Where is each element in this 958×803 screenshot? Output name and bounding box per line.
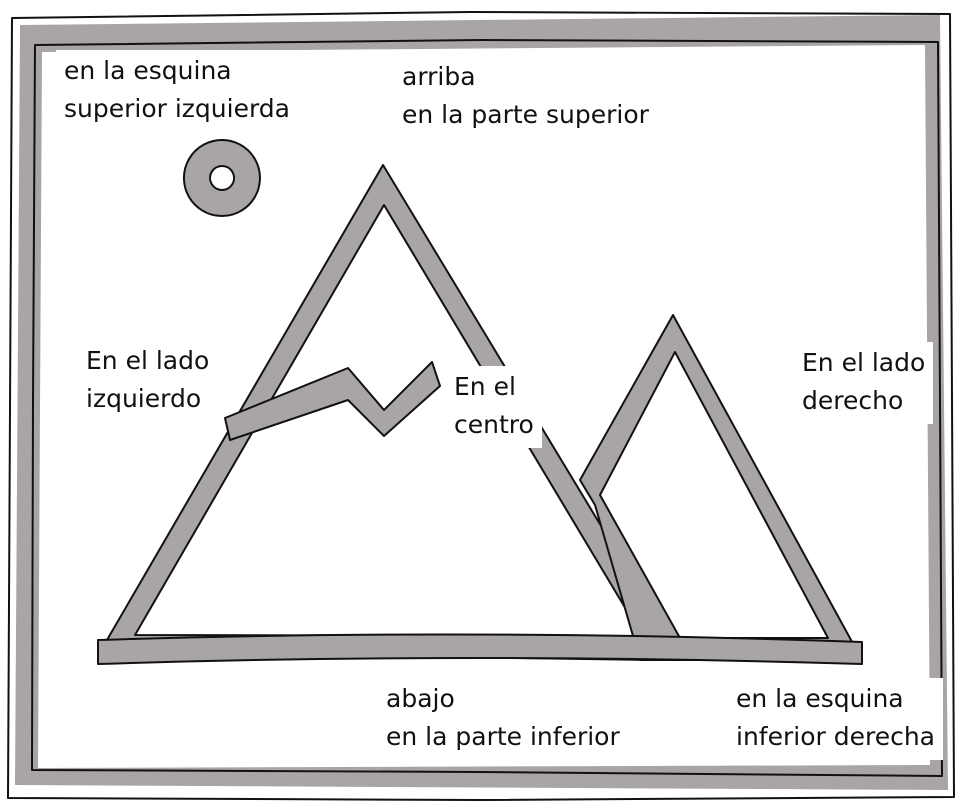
- sun-ring: [182, 139, 261, 217]
- label-center-line-2: centro: [454, 410, 534, 439]
- label-top-left-line-1: en la esquina: [64, 56, 232, 85]
- label-bottom-right-corner: en la esquina inferior derecha: [728, 678, 943, 760]
- label-center-line-1: En el: [454, 372, 516, 401]
- label-top-line-1: arriba: [402, 62, 476, 91]
- label-right-line-1: En el lado: [802, 348, 926, 377]
- label-right-line-2: derecho: [802, 386, 904, 415]
- sun: [182, 139, 261, 217]
- label-top-line-2: en la parte superior: [402, 100, 649, 129]
- frame-outer-line: [7, 11, 955, 801]
- label-bottom-right-line-2: inferior derecha: [736, 722, 935, 751]
- label-bottom-right-line-1: en la esquina: [736, 684, 904, 713]
- label-top-left-line-2: superior izquierda: [64, 94, 291, 123]
- label-bottom-line-2: en la parte inferior: [386, 722, 620, 751]
- picture-frame: [7, 11, 955, 801]
- ground-line: [97, 633, 863, 665]
- snow-line-band: [224, 361, 441, 441]
- label-left-side: En el lado izquierdo: [78, 340, 218, 422]
- label-bottom-line-1: abajo: [386, 684, 455, 713]
- label-top: arriba en la parte superior: [394, 56, 657, 138]
- frame-inner-line: [31, 39, 943, 777]
- label-left-line-2: izquierdo: [86, 384, 202, 413]
- label-center: En el centro: [446, 366, 542, 448]
- label-left-line-1: En el lado: [86, 346, 210, 375]
- label-bottom: abajo en la parte inferior: [378, 678, 628, 760]
- label-top-left-corner: en la esquina superior izquierda: [56, 50, 299, 132]
- label-right-side: En el lado derecho: [794, 342, 934, 424]
